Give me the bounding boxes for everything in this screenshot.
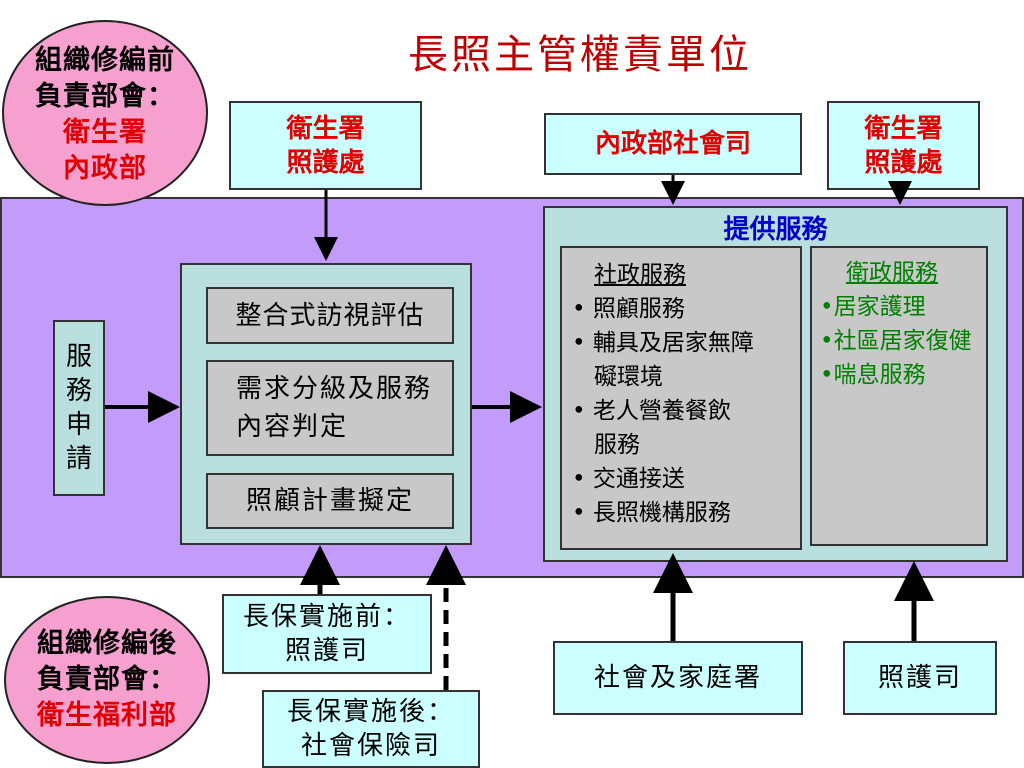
node-ltc-before-line-2: 照護司	[284, 636, 369, 666]
before-reorg-ellipse: 組織修編前 負責部會： 衛生署 內政部	[2, 20, 208, 206]
before-unit-2: 內政部	[63, 153, 147, 184]
health-item-2: •社區居家復健	[820, 328, 972, 354]
health-services-box: 衛政服務 •居家護理 •社區居家復健 •喘息服務	[810, 246, 988, 546]
node-health-care-left: 衛生署 照護處	[229, 101, 422, 190]
social-item-2: • 輔具及居家無障礙環境	[572, 330, 754, 390]
node-ltc-before: 長保實施前： 照護司	[222, 594, 432, 674]
service-application-box: 服 務 申 請	[53, 320, 105, 496]
service-apply-char-2: 務	[65, 376, 92, 406]
node-health-care-right-line-1: 衛生署	[864, 113, 943, 144]
node-care-department: 照護司	[843, 641, 997, 715]
social-item-1-text: 照顧服務	[592, 296, 685, 322]
service-apply-char-4: 請	[65, 444, 92, 474]
before-label-line-1: 組織修編前	[35, 45, 175, 76]
step-care-plan-label: 照顧計畫擬定	[245, 486, 414, 516]
after-label-line-2: 負責部會：	[37, 664, 177, 695]
health-item-1-text: 居家護理	[833, 294, 926, 320]
social-item-4: • 交通接送	[572, 466, 685, 492]
social-item-4-text: 交通接送	[592, 466, 685, 492]
step-need-classification: 需求分級及服務內容判定	[206, 360, 454, 456]
node-interior-social: 內政部社會司	[544, 113, 802, 175]
provide-services-title: 提供服務	[723, 215, 828, 245]
node-health-care-right: 衛生署 照護處	[827, 101, 980, 190]
health-item-3-text: 喘息服務	[833, 362, 926, 388]
node-health-care-left-line-2: 照護處	[286, 147, 365, 178]
before-unit-1: 衛生署	[63, 117, 147, 148]
health-item-1: •居家護理	[820, 294, 926, 320]
after-label-line-1: 組織修編後	[37, 628, 177, 659]
social-item-3: • 老人營養餐飲服務	[572, 398, 731, 458]
social-item-1: • 照顧服務	[572, 296, 685, 322]
node-ltc-after-line-1: 長保實施後：	[286, 697, 455, 727]
node-care-department-label: 照護司	[877, 663, 962, 693]
step-integrated-assessment: 整合式訪視評估	[206, 287, 454, 344]
before-label-line-2: 負責部會：	[35, 81, 175, 112]
step-integrated-assessment-label: 整合式訪視評估	[235, 300, 425, 331]
after-unit-1: 衛生福利部	[37, 700, 177, 731]
step-care-plan: 照顧計畫擬定	[206, 473, 454, 529]
step-need-classification-label: 需求分級及服務內容判定	[236, 374, 433, 442]
node-interior-social-label: 內政部社會司	[594, 129, 751, 159]
page-title: 長照主管權責單位	[408, 32, 752, 78]
node-social-family-admin: 社會及家庭署	[553, 641, 803, 715]
health-item-2-text: 社區居家復健	[833, 328, 972, 354]
node-social-family-admin-label: 社會及家庭署	[593, 663, 762, 693]
node-ltc-before-line-1: 長保實施前：	[242, 602, 411, 632]
health-item-3: •喘息服務	[820, 362, 926, 388]
node-ltc-after-line-2: 社會保險司	[300, 731, 441, 761]
node-health-care-left-line-1: 衛生署	[286, 113, 365, 144]
social-item-5: • 長照機構服務	[572, 500, 731, 526]
social-item-2-text: 輔具及居家無障礙環境	[592, 330, 754, 390]
after-reorg-ellipse: 組織修編後 負責部會： 衛生福利部	[4, 596, 210, 764]
node-ltc-after: 長保實施後： 社會保險司	[262, 690, 480, 768]
social-services-header: 社政服務	[594, 262, 686, 288]
health-services-header: 衛政服務	[846, 260, 938, 286]
service-apply-char-3: 申	[65, 410, 92, 440]
node-health-care-right-line-2: 照護處	[864, 147, 943, 178]
social-services-box: 社政服務 • 照顧服務 • 輔具及居家無障礙環境 • 老人營養餐飲服務 • 交通…	[560, 246, 802, 550]
social-item-5-text: 長照機構服務	[592, 500, 731, 526]
service-apply-char-1: 服	[65, 342, 92, 372]
social-item-3-text: 老人營養餐飲服務	[592, 398, 731, 458]
